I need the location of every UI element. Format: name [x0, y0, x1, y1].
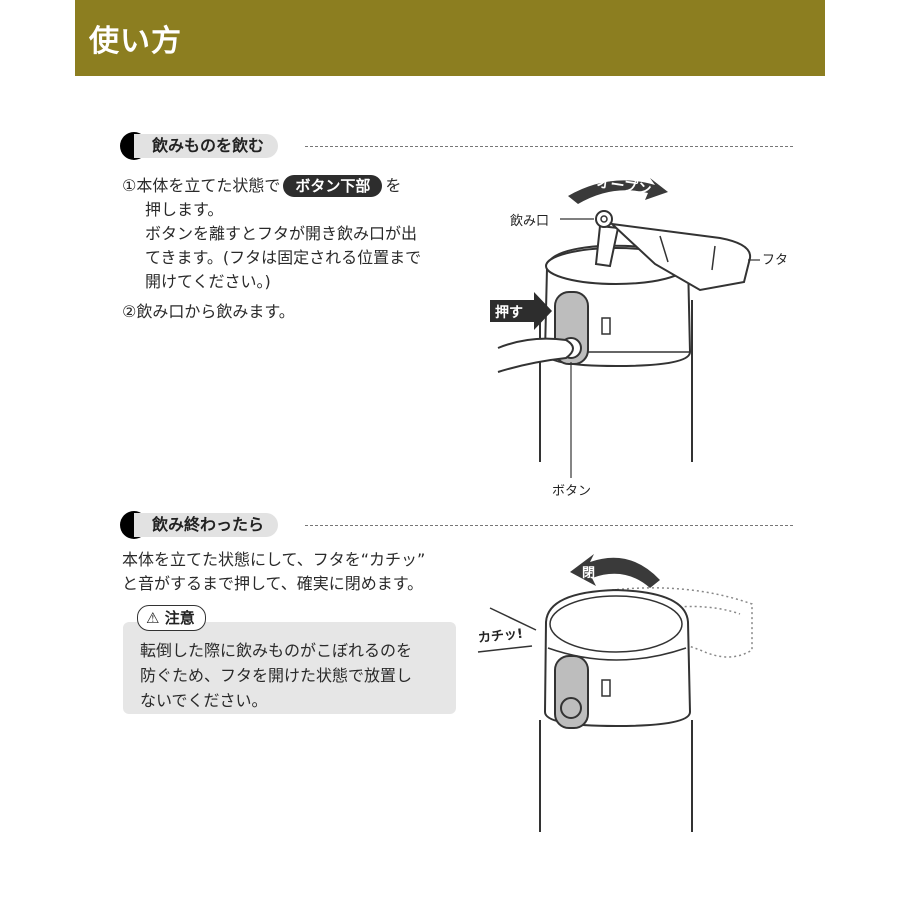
lid-label: フタ: [762, 253, 788, 268]
finish-line2: と音がするまで押して、確実に閉めます。: [122, 574, 424, 593]
warning-line2: 防ぐため、フタを開けた状態で放置し: [140, 666, 413, 685]
warning-line1: 転倒した際に飲みものがこぼれるのを: [140, 641, 413, 660]
step1-suffix: を: [385, 176, 402, 195]
warning-badge: ⚠ 注意: [137, 605, 206, 631]
step2-text: ②飲み口から飲みます。: [122, 302, 295, 321]
warning-line3: ないでください。: [140, 691, 268, 710]
warning-box: [123, 622, 456, 714]
header-bar: 使い方: [75, 0, 825, 76]
instructions-finish: 本体を立てた状態にして、フタを“カチッ” と音がするまで押して、確実に閉めます。: [122, 548, 482, 596]
step1-line4: てきます。(フタは固定される位置まで: [145, 248, 422, 267]
divider-dashed: [305, 146, 793, 147]
page-title: 使い方: [89, 24, 182, 59]
open-label: オープン: [596, 174, 653, 198]
step1-line2: 押します。: [145, 200, 224, 219]
bottle-closed-illustration: [477, 554, 753, 832]
button-label: ボタン: [552, 484, 591, 499]
close-arrow-icon: [570, 554, 660, 588]
step1-line3: ボタンを離すとフタが開き飲み口が出: [145, 224, 418, 243]
section-title: 飲み終わったら: [134, 513, 279, 537]
button-bottom-badge: ボタン下部: [283, 175, 383, 197]
warning-title: 注意: [164, 609, 195, 627]
close-label: 閉: [582, 566, 595, 581]
warning-triangle-icon: ⚠: [146, 609, 160, 627]
click-label: カチッ!: [477, 627, 523, 647]
open-arrow-icon: [568, 178, 668, 204]
bottle-open-illustration: [490, 178, 760, 478]
push-label: 押す: [495, 304, 523, 321]
step1-prefix: ①本体を立てた状態で: [122, 176, 281, 195]
divider-dashed: [305, 525, 793, 526]
spout-label: 飲み口: [510, 213, 549, 229]
step1-line5: 開けてください。): [145, 272, 271, 291]
finish-line1: 本体を立てた状態にして、フタを“カチッ”: [122, 550, 426, 569]
warning-text: 転倒した際に飲みものがこぼれるのを 防ぐため、フタを開けた状態で放置し ないでく…: [140, 638, 450, 713]
section-title: 飲みものを飲む: [134, 134, 279, 158]
instructions-drink: ①本体を立てた状態でボタン下部を 押します。 ボタンを離すとフタが開き飲み口が出…: [122, 174, 472, 324]
push-arrow-icon: [490, 292, 552, 330]
